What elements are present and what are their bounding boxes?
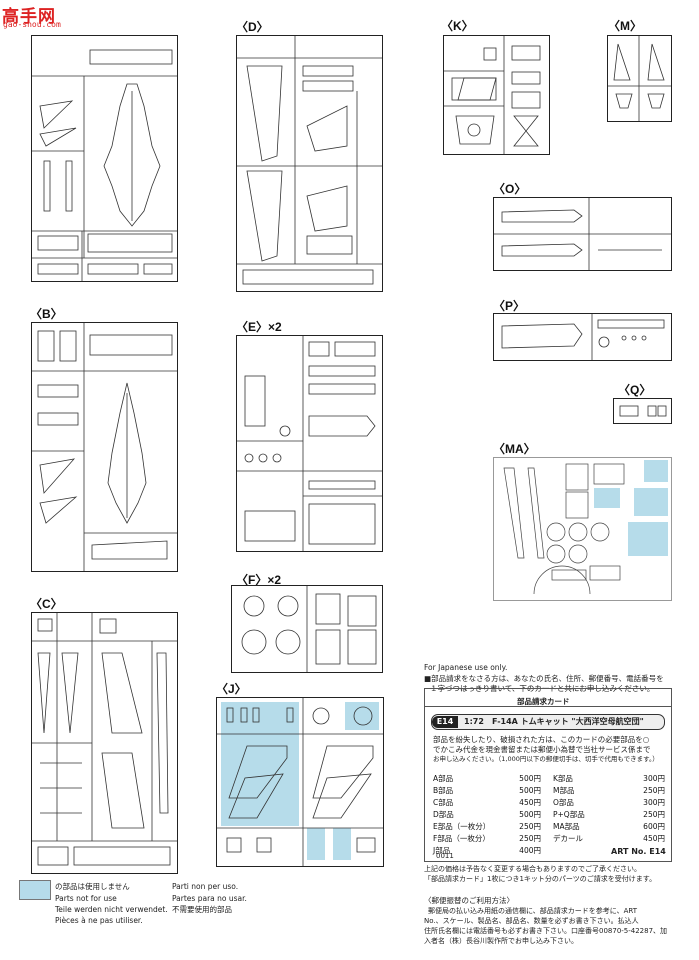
runner-o-parts-drawing <box>494 198 671 270</box>
unused-area-j-bottom-2 <box>333 828 351 860</box>
runner-m <box>607 35 672 122</box>
runner-q-label: 〈Q〉 <box>618 383 652 397</box>
runner-b <box>31 322 178 572</box>
legend-de: Teile werden nicht verwendet. <box>55 905 168 914</box>
watermark-logo-text: 高手网 <box>2 7 56 27</box>
order-card-code: E14 <box>432 716 458 728</box>
unused-parts-swatch <box>19 880 51 900</box>
runner-d <box>236 35 383 292</box>
watermark-url: gao-shou.com <box>3 20 61 29</box>
japanese-use-only: For Japanese use only. <box>424 663 508 672</box>
parts-order-card: 部品請求カード E14 1:72 F-14A トムキャット "大西洋空母航空団"… <box>424 688 672 862</box>
runner-ma-parts-drawing <box>503 463 625 595</box>
runner-b-parts-drawing <box>32 323 177 571</box>
order-card-product: F-14A トムキャット "大西洋空母航空団" <box>492 717 644 726</box>
runner-b-label: 〈B〉 <box>30 307 63 321</box>
legend-it: Parti non per uso. <box>172 882 239 891</box>
runner-ma-label: 〈MA〉 <box>493 442 536 456</box>
runner-e-parts-drawing <box>237 336 382 551</box>
runner-d-parts-drawing <box>237 36 382 285</box>
unused-area-ma-4 <box>594 488 620 508</box>
runner-q-parts-drawing <box>619 405 667 417</box>
order-card-serial: 0011 <box>436 852 454 860</box>
runner-j-label: 〈J〉 <box>216 682 247 696</box>
order-card-title: 部品請求カード <box>517 697 570 706</box>
legend-en: Parts not for use <box>55 894 117 903</box>
order-card-scale: 1:72 <box>464 717 484 726</box>
order-card-body-1: 部品を紛失したり、破損された方は、このカードの必要部品を○ <box>433 735 650 744</box>
order-card-product-bar: E14 1:72 F-14A トムキャット "大西洋空母航空団" <box>431 714 665 730</box>
legend-cn: 不需要使用的部品 <box>172 905 232 914</box>
runner-o-label: 〈O〉 <box>493 182 527 196</box>
legend-jp: の部品は使用しません <box>55 882 130 891</box>
art-no: ART No. E14 <box>611 847 666 856</box>
runner-j-parts-drawing <box>217 698 383 866</box>
runner-a-parts-drawing <box>32 49 177 281</box>
runner-q <box>613 398 672 424</box>
runner-f <box>231 585 383 673</box>
price-row-e: E部品（一枚分）250円 <box>433 822 541 831</box>
watermark-logo: 高手网 gao-shou.com <box>2 2 78 29</box>
order-card-body-2: でかこみ代金を現金書留または郵便小為替で当社サービス係まで <box>433 745 651 754</box>
runner-ma <box>493 457 672 601</box>
runner-m-parts-drawing <box>608 36 671 121</box>
runner-p <box>493 313 672 361</box>
runner-a <box>31 35 178 282</box>
unused-area-ma-1 <box>644 460 668 482</box>
order-intro-1: ■部品請求をなさる方は、あなたの氏名、住所、郵便番号、電話番号を <box>424 674 664 683</box>
runner-k-parts-drawing <box>444 36 541 154</box>
postal-title: 〈郵便振替のご利用方法〉 <box>424 896 514 905</box>
runner-m-label: 〈M〉 <box>608 19 642 33</box>
runner-p-parts-drawing <box>501 314 665 360</box>
price-note-2: 「部品請求カード」1枚につき1キット分のパーツのご請求を受付けます。 <box>424 875 657 883</box>
runner-o <box>493 197 672 271</box>
postal-line-4: 入者名（株）長谷川製作所でお申し込み下さい。 <box>424 937 578 945</box>
runner-c <box>31 612 178 874</box>
unused-area-ma-3 <box>628 522 668 556</box>
runner-k-label: 〈K〉 <box>441 19 474 33</box>
postal-line-2: No.、スケール、製品名、部品名、数量を必ずお書き下さい。払込人 <box>424 917 639 925</box>
order-card-divider <box>425 706 671 707</box>
price-note-1: 上記の価格は予告なく変更する場合もありますのでご了承ください。 <box>424 865 641 873</box>
unused-area-j-bottom <box>307 828 325 860</box>
legend-fr: Pièces à ne pas utiliser. <box>55 916 143 925</box>
postal-line-3: 住所氏名欄には電話番号も必ずお書き下さい。口座番号00870-5-42287、加 <box>424 927 668 935</box>
runner-e-label: 〈E〉×2 <box>236 320 282 334</box>
order-card-body-3: お申し込みください。（1,000円以下の郵便切手は、切手で代用もできます。） <box>433 755 659 763</box>
runner-f-parts-drawing <box>241 586 377 672</box>
runner-e <box>236 335 383 552</box>
legend-es: Partes para no usar. <box>172 894 247 903</box>
postal-line-1: 郵便局の払い込み用紙の通信欄に、部品請求カードを参考に、ART <box>428 907 637 915</box>
runner-j <box>216 697 384 867</box>
runner-c-label: 〈C〉 <box>30 597 63 611</box>
runner-d-label: 〈D〉 <box>236 20 269 34</box>
unused-area-ma-2 <box>634 488 668 516</box>
runner-c-parts-drawing <box>32 613 177 866</box>
runner-k <box>443 35 550 155</box>
runner-p-label: 〈P〉 <box>493 299 526 313</box>
runner-f-label: 〈F〉×2 <box>236 573 282 587</box>
price-row-f: F部品（一枚分）250円 <box>433 834 541 843</box>
